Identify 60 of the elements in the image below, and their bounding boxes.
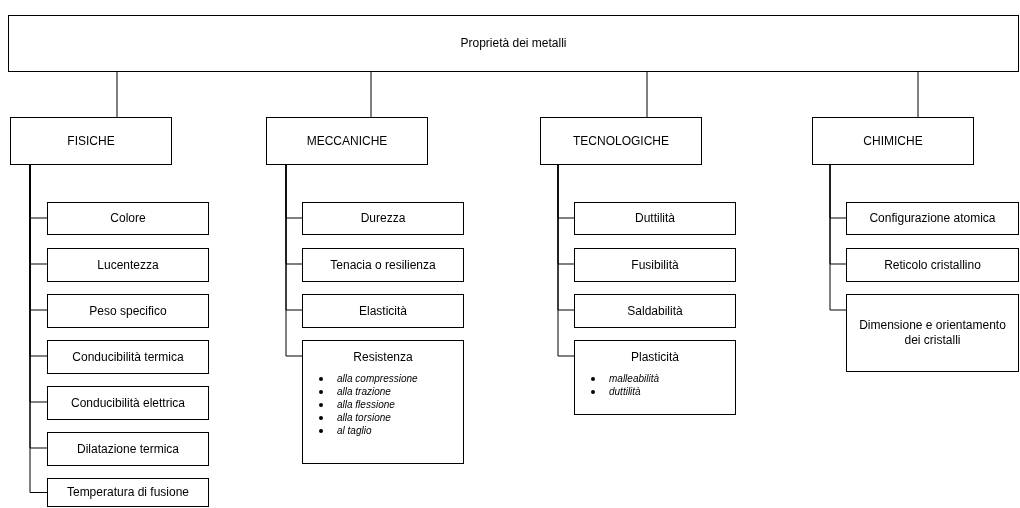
list-item: alla torsione	[337, 411, 391, 424]
box-title: Fusibilità	[631, 257, 679, 273]
box-title: Duttilità	[635, 211, 675, 226]
property-box	[47, 340, 209, 374]
property-box	[846, 202, 1019, 235]
box-title: TECNOLOGICHE	[573, 133, 669, 149]
list-item: alla flessione	[337, 398, 395, 411]
connector-line	[917, 71, 919, 118]
box-title: Saldabilità	[627, 303, 683, 319]
property-box	[574, 202, 736, 235]
property-box	[846, 294, 1019, 372]
property-box	[302, 202, 464, 235]
connector-line	[116, 71, 118, 118]
property-box	[47, 432, 209, 466]
property-box	[47, 294, 209, 328]
connector-line	[370, 71, 372, 118]
property-box	[302, 248, 464, 282]
box-title: FISICHE	[67, 133, 115, 149]
box-title: Elasticità	[359, 303, 407, 319]
box-title: Conducibilità termica	[72, 349, 184, 365]
box-title: Configurazione atomica	[869, 211, 996, 226]
box-title: Peso specifico	[89, 303, 167, 319]
list-item: duttilità	[609, 385, 641, 398]
list-item: alla compressione	[337, 372, 418, 385]
box-title: Proprietà dei metalli	[460, 36, 567, 51]
connector-line	[646, 71, 648, 118]
property-box	[266, 117, 428, 165]
property-box	[8, 15, 1019, 72]
box-title: Colore	[110, 211, 146, 226]
connector-line	[285, 164, 303, 357]
connector-line	[829, 164, 847, 311]
property-box	[574, 248, 736, 282]
box-title: MECCANICHE	[306, 133, 388, 149]
property-box	[47, 478, 209, 507]
property-box	[574, 294, 736, 328]
box-title: Lucentezza	[97, 257, 159, 273]
property-box	[812, 117, 974, 165]
property-box	[47, 386, 209, 420]
property-box	[47, 248, 209, 282]
box-title: Plasticità	[631, 350, 679, 365]
list-item: alla trazione	[337, 385, 391, 398]
box-title: Conducibilità elettrica	[70, 395, 186, 411]
property-box	[540, 117, 702, 165]
box-title: CHIMICHE	[863, 133, 923, 149]
list-item: al taglio	[337, 424, 372, 437]
property-box	[10, 117, 172, 165]
box-title: Tenacia o resilienza	[330, 257, 436, 273]
connector-line	[557, 164, 575, 357]
box-title: Temperatura di fusione	[66, 485, 190, 500]
property-box	[846, 248, 1019, 282]
list-box	[302, 340, 464, 464]
box-title: Dilatazione termica	[76, 441, 179, 457]
list-box	[574, 340, 736, 415]
box-title: Dimensione e orientamento dei cristalli	[858, 318, 1007, 348]
box-title: Reticolo cristallino	[884, 257, 981, 273]
box-title: Durezza	[360, 211, 406, 226]
box-title: Resistenza	[353, 350, 413, 365]
property-box	[47, 202, 209, 235]
list-item: malleabilità	[609, 372, 660, 385]
property-box	[302, 294, 464, 328]
